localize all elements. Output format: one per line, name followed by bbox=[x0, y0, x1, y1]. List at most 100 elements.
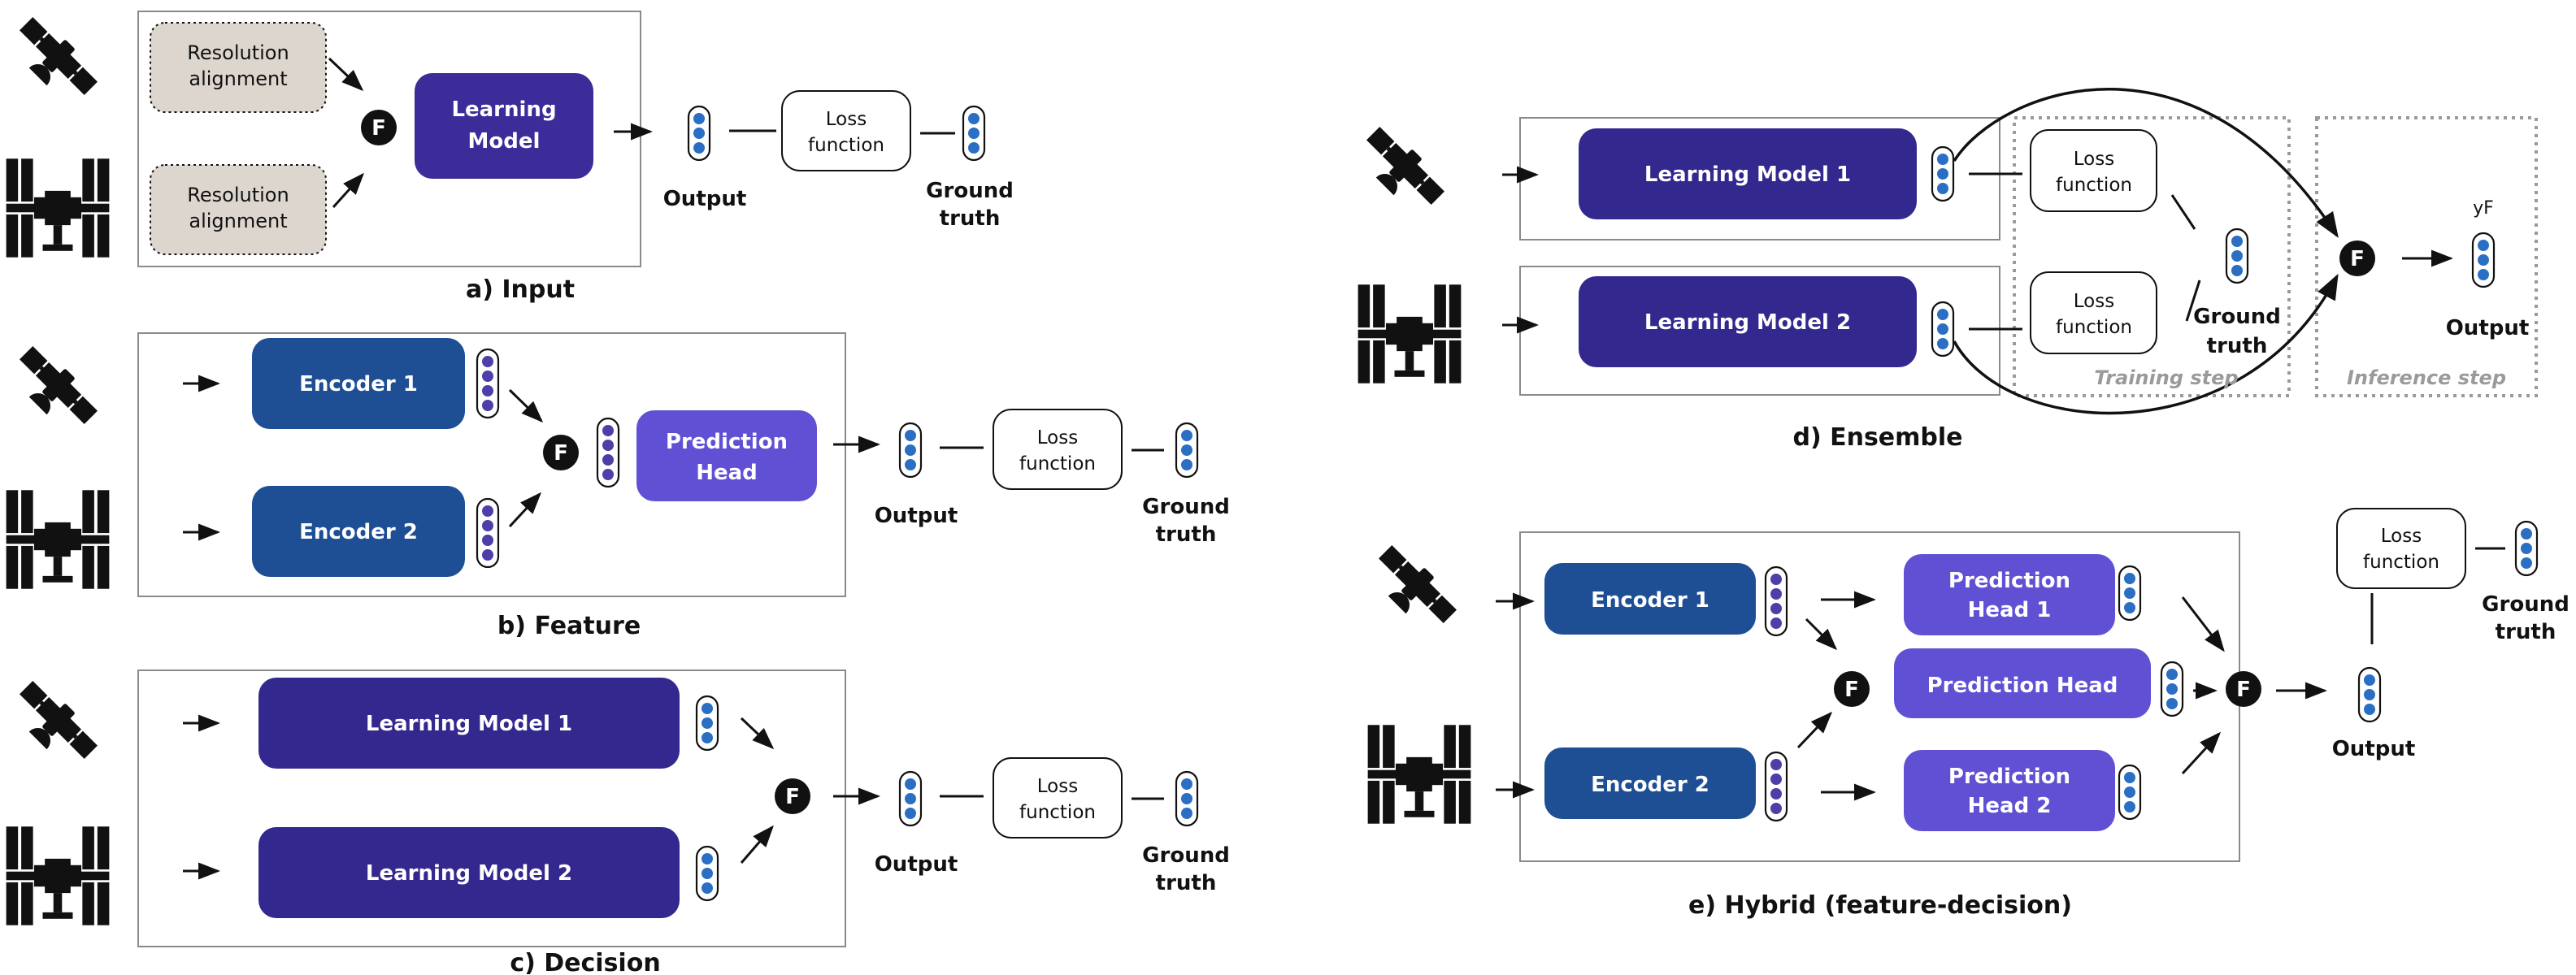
vector-dot bbox=[2364, 689, 2375, 700]
vector-dot bbox=[482, 505, 493, 517]
vector-dot bbox=[693, 142, 705, 154]
vector-dot bbox=[968, 142, 980, 154]
prediction-head-mid-box bbox=[1894, 648, 2151, 718]
loss-2-label-line2: function bbox=[2056, 317, 2132, 338]
vector-dot bbox=[1937, 338, 1948, 349]
vector-dot bbox=[1937, 168, 1948, 180]
ground-truth-label-line2: truth bbox=[2496, 620, 2556, 644]
encoder-1-label: Encoder 1 bbox=[1591, 588, 1709, 613]
learning-model-2-label: Learning Model 2 bbox=[366, 861, 572, 886]
panel-b-title: b) Feature bbox=[497, 612, 641, 640]
fusion-node: F bbox=[2226, 671, 2261, 707]
arrow-align2-fusion bbox=[332, 172, 365, 209]
fusion-circle bbox=[543, 435, 579, 470]
learning-model-label-line1: Learning bbox=[451, 98, 556, 122]
arrow-model2-fusion bbox=[740, 825, 774, 864]
ground-truth-label-line1: Ground bbox=[1142, 843, 1230, 868]
panel-b-frame bbox=[137, 332, 846, 597]
prediction-head-box bbox=[636, 410, 817, 501]
arrow-head1-fusion bbox=[2181, 596, 2225, 652]
output-label: Output bbox=[663, 187, 747, 211]
inference-step-label: Inference step bbox=[2347, 366, 2506, 389]
panel-c-title: c) Decision bbox=[510, 949, 660, 975]
fusion-label: F bbox=[2236, 678, 2251, 702]
vector-dot bbox=[2478, 240, 2489, 251]
vector-dot bbox=[2166, 683, 2178, 695]
vector-dot bbox=[2478, 269, 2489, 280]
vector-dot bbox=[602, 425, 614, 436]
vector-dot bbox=[905, 778, 916, 790]
vector-dot bbox=[2231, 265, 2243, 276]
fusion-label: F bbox=[785, 785, 800, 809]
output-label: Output bbox=[875, 852, 958, 877]
panel-a-title: a) Input bbox=[466, 275, 575, 304]
prediction-head-1-box bbox=[1904, 554, 2115, 635]
vector-dot bbox=[702, 853, 713, 864]
satellite-icon bbox=[1366, 540, 1462, 636]
vector-dot bbox=[2521, 528, 2532, 540]
inference-step-frame bbox=[2315, 116, 2538, 397]
vector-dot bbox=[2124, 602, 2135, 613]
curve-model2-fusion bbox=[1953, 273, 2339, 415]
alignment-2-label-line1: Resolution bbox=[187, 184, 289, 206]
vector-dot bbox=[905, 808, 916, 819]
vector-dot bbox=[2364, 704, 2375, 715]
fusion-circle bbox=[1834, 671, 1870, 707]
vector-dot bbox=[702, 703, 713, 714]
space-station-icon bbox=[1358, 284, 1462, 384]
fusion-node: F bbox=[543, 435, 579, 470]
fused-feature-vector bbox=[596, 417, 620, 488]
vector-dot bbox=[2166, 669, 2178, 680]
panel-d-title: d) Ensemble bbox=[1792, 423, 1962, 452]
loss-1-label-line1: Loss bbox=[2074, 149, 2114, 170]
loss-label-line1: Loss bbox=[2381, 526, 2422, 547]
vector-dot bbox=[1770, 618, 1782, 629]
fusion-label: F bbox=[554, 441, 568, 466]
prediction-head-2-label-line1: Prediction bbox=[1948, 765, 2070, 789]
prediction-head-1-label-line2: Head 1 bbox=[1968, 598, 2052, 622]
vector-dot bbox=[482, 520, 493, 531]
vector-dot bbox=[2521, 543, 2532, 554]
arrow-model1-fusion bbox=[740, 717, 775, 750]
learning-model-label-line2: Model bbox=[468, 129, 541, 154]
fusion-node: F bbox=[775, 778, 810, 814]
output-label: Output bbox=[875, 504, 958, 528]
arrow-align1-fusion bbox=[328, 57, 364, 92]
vector-dot bbox=[1770, 603, 1782, 614]
feature-vector-1 bbox=[476, 348, 500, 419]
loss-2-label-line1: Loss bbox=[2074, 291, 2114, 312]
connector-line bbox=[2170, 194, 2196, 230]
fusion-node: F bbox=[2339, 240, 2375, 276]
vector-dot bbox=[1181, 778, 1192, 790]
feature-vector-2 bbox=[1764, 751, 1788, 822]
arrow-enc1-fusion bbox=[508, 388, 544, 423]
vector-outline bbox=[1764, 566, 1788, 637]
learning-model-2-box bbox=[1579, 276, 1917, 367]
vector-dot bbox=[1770, 759, 1782, 770]
vector-dot bbox=[2124, 772, 2135, 783]
model-2-prediction-vector bbox=[1931, 301, 1955, 358]
satellite-icon bbox=[7, 11, 103, 108]
vector-dot bbox=[702, 732, 713, 743]
ground-truth-label-line2: truth bbox=[1156, 522, 1217, 547]
learning-model-1-box bbox=[258, 678, 680, 769]
arrow-enc1-fusion bbox=[1805, 618, 1838, 651]
vector-dot bbox=[1181, 793, 1192, 804]
learning-model-box bbox=[415, 73, 593, 179]
head-mid-prediction-vector bbox=[2160, 661, 2184, 717]
space-station-icon bbox=[6, 826, 110, 925]
vector-dot bbox=[2364, 674, 2375, 686]
vector-dot bbox=[2166, 698, 2178, 709]
head-2-prediction-vector bbox=[2118, 764, 2142, 821]
vector-dot bbox=[1770, 574, 1782, 585]
vector-dot bbox=[1937, 323, 1948, 335]
loss-label-line2: function bbox=[2363, 552, 2439, 573]
learning-model-1-label: Learning Model 1 bbox=[366, 712, 572, 736]
prediction-head-mid-label: Prediction Head bbox=[1927, 674, 2118, 698]
alignment-1-label-line1: Resolution bbox=[187, 41, 289, 64]
resolution-alignment-1 bbox=[150, 22, 327, 113]
vector-dot bbox=[905, 444, 916, 456]
loss-function-box-1 bbox=[2030, 129, 2157, 212]
vector-outline bbox=[476, 497, 500, 569]
learning-model-1-label: Learning Model 1 bbox=[1644, 162, 1851, 187]
